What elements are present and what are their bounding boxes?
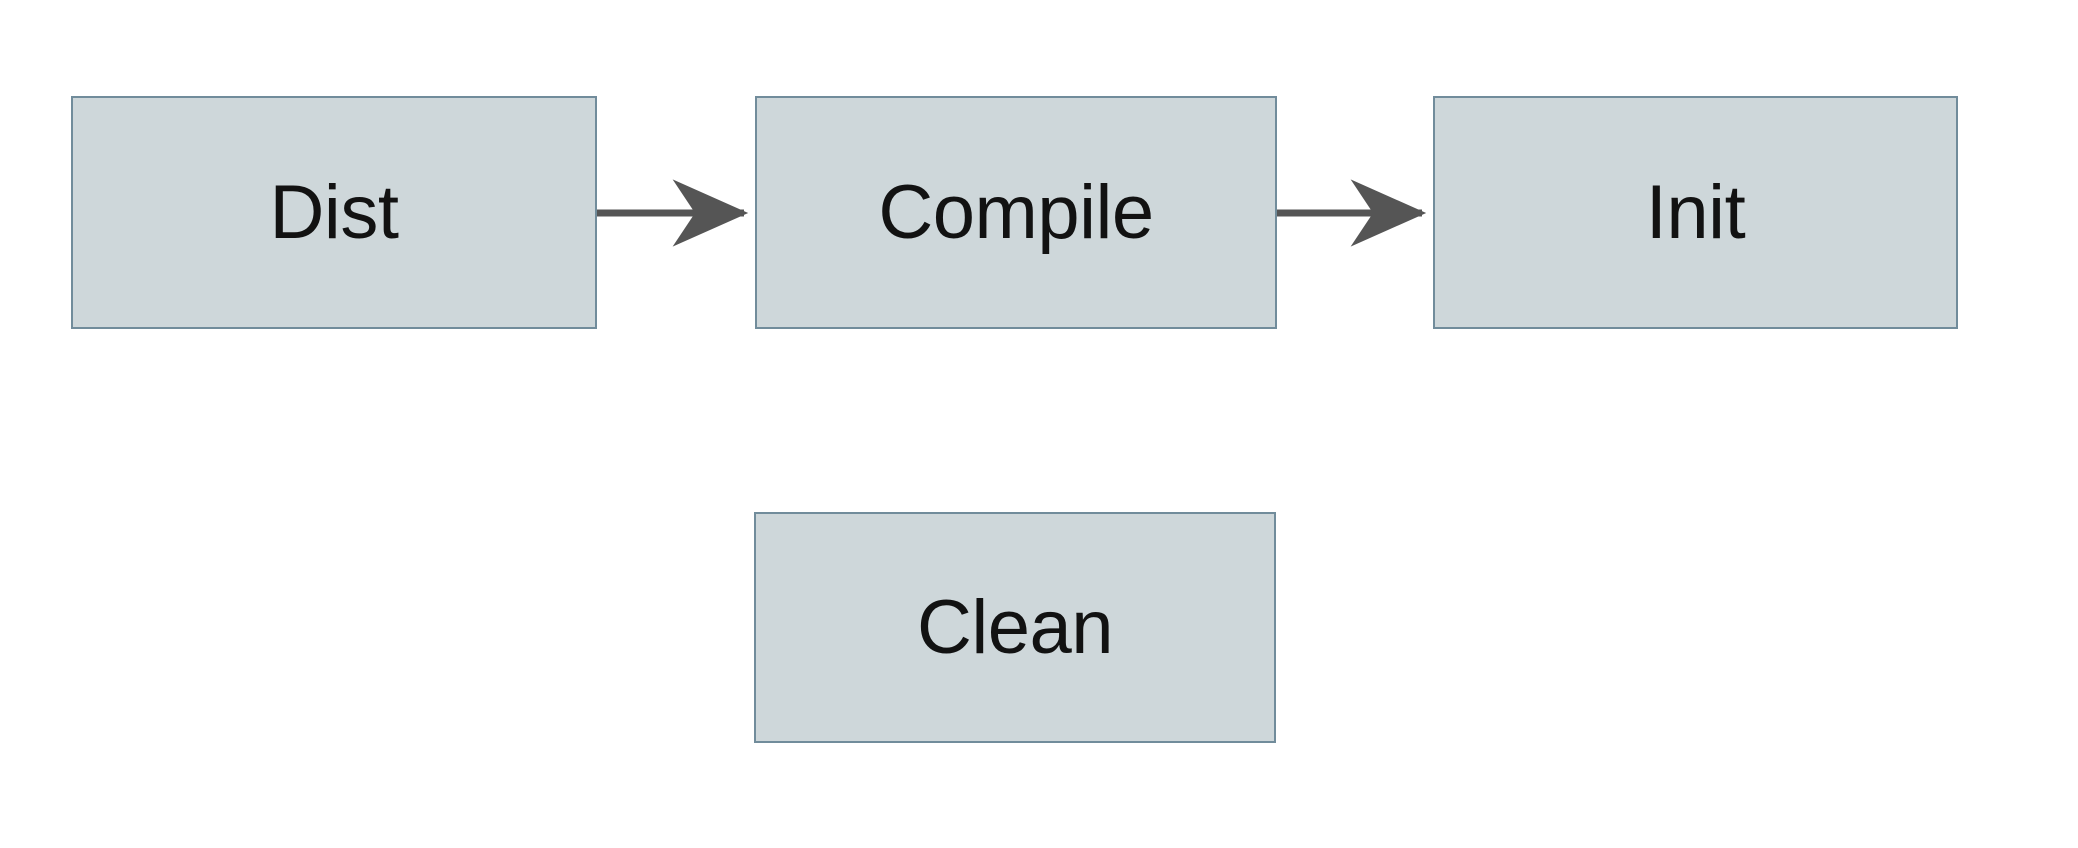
node-clean-label: Clean <box>916 584 1114 670</box>
node-clean[interactable]: Clean <box>754 512 1276 743</box>
node-dist-label: Dist <box>269 169 399 255</box>
node-dist[interactable]: Dist <box>71 96 597 329</box>
node-compile-label: Compile <box>878 169 1154 255</box>
node-init[interactable]: Init <box>1433 96 1958 329</box>
node-compile[interactable]: Compile <box>755 96 1277 329</box>
node-init-label: Init <box>1645 169 1746 255</box>
